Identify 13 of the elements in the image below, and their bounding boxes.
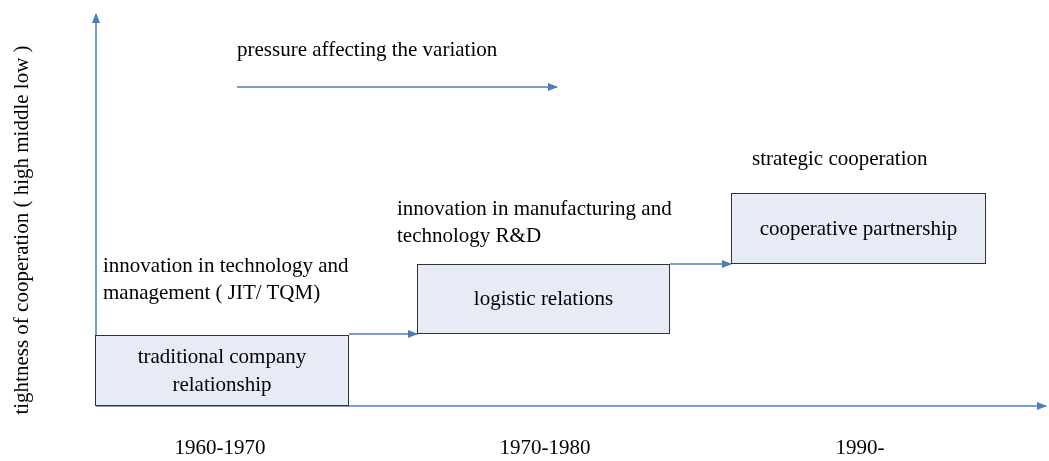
edge-label: innovation in manufacturing and technology R&D xyxy=(397,195,673,250)
axis-tick-label: 1970-1980 xyxy=(499,434,591,461)
axis-tick-label: 1960-1970 xyxy=(174,434,266,461)
axis-tick-label: 1990- xyxy=(835,434,885,461)
arrow xyxy=(348,330,418,338)
stage-box: cooperative partnership xyxy=(731,193,986,264)
stage-caption: strategic cooperation xyxy=(752,145,928,172)
stage-box: traditional company relationship xyxy=(95,335,349,406)
axis-title: tightness of cooperation ( high middle low ) xyxy=(8,45,35,415)
arrow xyxy=(669,260,732,268)
stage-box: logistic relations xyxy=(417,264,670,334)
arrow-caption: pressure affecting the variation xyxy=(237,36,498,63)
edge-label: innovation in technology and management ( JIT/ TQM) xyxy=(103,252,350,307)
